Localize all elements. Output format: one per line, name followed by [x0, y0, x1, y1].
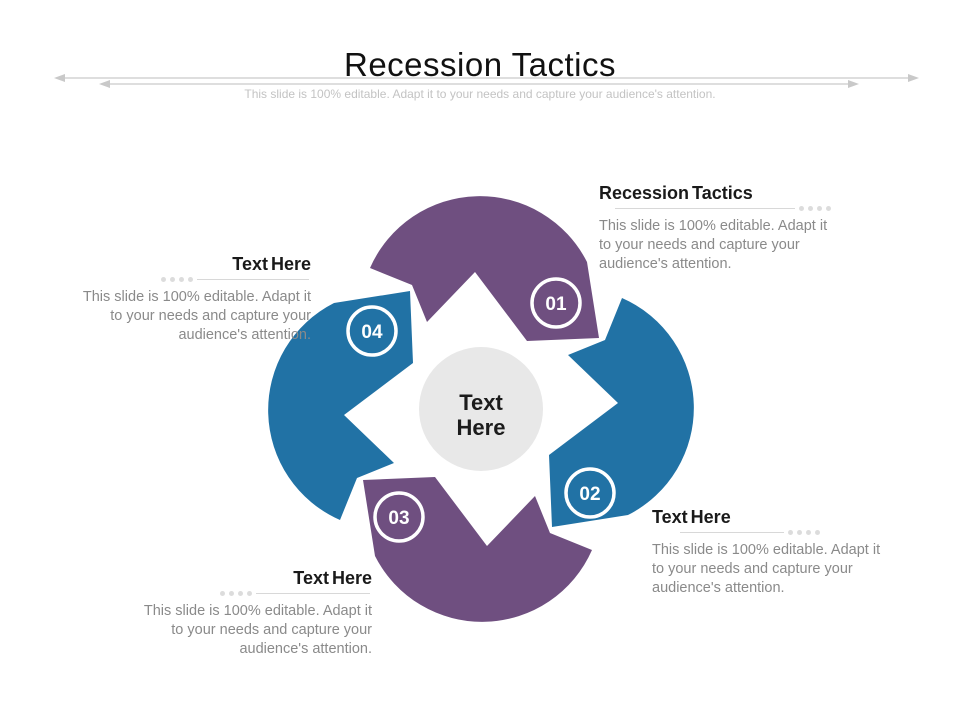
header-divider-arrow-inner [99, 80, 859, 88]
heading-divider-dots-01 [615, 205, 831, 212]
dot [238, 591, 243, 596]
step-badge-03: 03 [373, 491, 425, 543]
heading-divider-dots-02 [680, 529, 820, 536]
center-label-line2: Here [457, 415, 506, 440]
dot [808, 206, 813, 211]
dot [188, 277, 193, 282]
step-body-01: This slide is 100% editable. Adapt it to… [599, 218, 828, 272]
dot [788, 530, 793, 535]
dot [161, 277, 166, 282]
dot [817, 206, 822, 211]
text-block-01: Recession Tactics This slide is 100% edi… [599, 183, 831, 274]
divider-line [615, 208, 795, 209]
slide-title: Recession Tactics [343, 46, 616, 84]
dot [170, 277, 175, 282]
dot [220, 591, 225, 596]
dot [797, 530, 802, 535]
step-body-03: This slide is 100% editable. Adapt it to… [143, 603, 372, 657]
heading-divider-dots-03 [220, 590, 370, 597]
header-divider-arrow-outer [54, 74, 919, 82]
step-body-02: This slide is 100% editable. Adapt it to… [652, 542, 881, 596]
badge-number-04: 04 [361, 322, 383, 343]
dot [826, 206, 831, 211]
dot [815, 530, 820, 535]
step-body-04: This slide is 100% editable. Adapt it to… [82, 289, 311, 343]
dot [806, 530, 811, 535]
text-block-04: Text Here This slide is 100% editable. A… [79, 254, 311, 345]
badge-number-01: 01 [545, 294, 567, 315]
step-badge-02: 02 [564, 467, 616, 519]
text-block-02: Text Here This slide is 100% editable. A… [652, 507, 884, 598]
divider-line [256, 593, 370, 594]
dot [247, 591, 252, 596]
slide-subtitle: This slide is 100% editable. Adapt it to… [244, 87, 716, 101]
heading-divider-dots-04 [161, 276, 309, 283]
center-label-line1: Text [459, 390, 503, 415]
step-badge-04: 04 [346, 305, 398, 357]
step-heading-02: Text Here [652, 507, 731, 527]
badge-number-02: 02 [579, 484, 600, 505]
divider-line [197, 279, 309, 280]
step-badge-01: 01 [530, 277, 582, 329]
badge-number-03: 03 [388, 508, 409, 529]
dot [179, 277, 184, 282]
step-heading-03: Text Here [293, 568, 372, 588]
step-heading-01: Recession Tactics [599, 183, 753, 203]
text-block-03: Text Here This slide is 100% editable. A… [140, 568, 372, 659]
dot [799, 206, 804, 211]
step-heading-04: Text Here [232, 254, 311, 274]
center-circle [419, 347, 543, 471]
divider-line [680, 532, 784, 533]
dot [229, 591, 234, 596]
